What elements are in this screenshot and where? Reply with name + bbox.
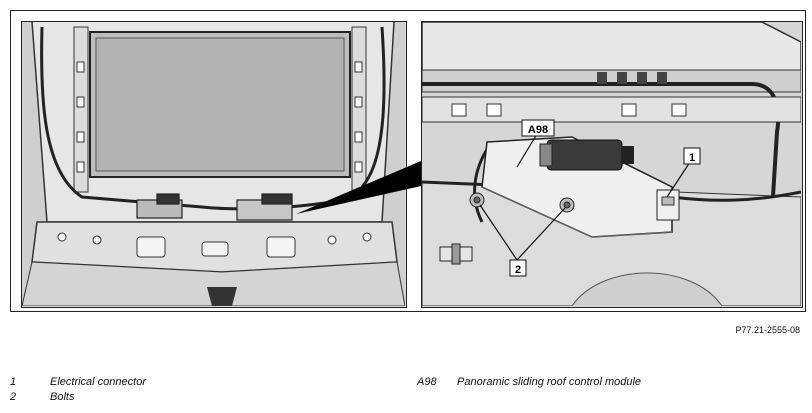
detail-panel: A98 1 2 <box>421 21 803 308</box>
legend-number: 2 <box>10 391 17 403</box>
legend-text: Bolts <box>50 391 75 403</box>
legend-text: Panoramic sliding roof control module <box>457 376 642 388</box>
figure-frame: A98 1 2 <box>10 10 806 312</box>
reference-code: P77.21-2555-08 <box>735 325 800 335</box>
legend-item-2: 2 Bolts <box>10 391 390 405</box>
legend-item-a98: A98 Panoramic sliding roof control modul… <box>417 376 802 390</box>
legend-text: Electrical connector <box>50 376 146 388</box>
legend-item-1: 1 Electrical connector <box>10 376 390 390</box>
overview-panel <box>21 21 407 308</box>
callout-bolts-label: 2 <box>515 264 521 276</box>
overview-illustration <box>22 22 405 306</box>
callout-module-label: A98 <box>528 124 548 136</box>
detail-illustration: A98 1 2 <box>422 22 801 306</box>
callout-connector-label: 1 <box>689 152 695 164</box>
legend-number: A98 <box>417 376 437 388</box>
legend-number: 1 <box>10 376 17 388</box>
